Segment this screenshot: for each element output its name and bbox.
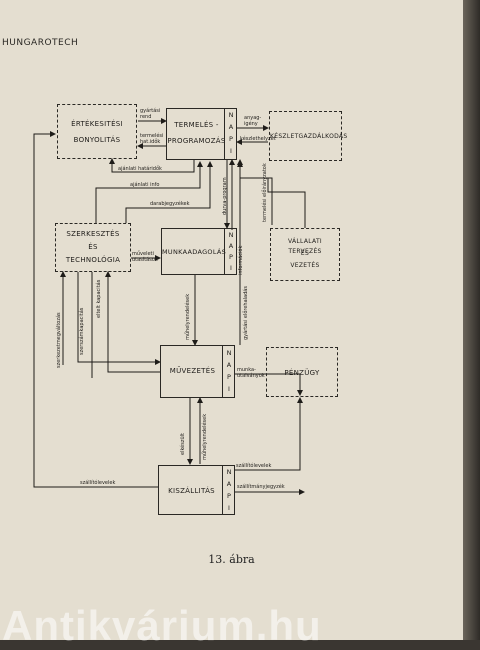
flow-diagram-lines	[33, 118, 306, 495]
label-muhelyrendelesek: műhelyrendelések	[185, 293, 191, 340]
book-page: HUNGAROTECH	[0, 0, 463, 649]
book-spine-shadow	[463, 0, 480, 640]
label-termelesi-eloiranyzatok: termelési előirányzatok	[262, 163, 268, 222]
label-szerszamkapacitas: szerszámkapacitás	[79, 307, 85, 355]
label-darabjegyzekek: darabjegyzékek	[150, 201, 190, 207]
label-eltelt-kapacitas: eltelt kapacitás	[96, 279, 102, 318]
label-szallitolevelek-penzugy: szállítólevelek	[236, 463, 272, 469]
label-gyartasi-eloerehaladas: gyártási előrehaladás	[243, 286, 249, 340]
label-ajanlati-hataridok: ajánlati határidők	[118, 166, 162, 172]
label-durva-program: durva-program	[222, 177, 228, 215]
label-szallitmanyjegyzek: szállítmányjegyzék	[237, 484, 285, 490]
label-szerkezetmegvaltozas: szerkezetmegváltozás	[56, 312, 62, 368]
figure-caption: 13. ábra	[208, 553, 255, 566]
box-keszletgazdalkodas: KÉSZLETGAZDÁLKODÁS	[269, 111, 347, 161]
box-szerkesztes-technologia: SZERKESZTÉS ÉS TECHNOLÓGIA	[55, 223, 131, 272]
label-elkeszult-2: műhelyrendelések	[202, 413, 208, 460]
running-header: HUNGAROTECH	[2, 38, 79, 48]
box-ertekesitesi-bonyolitas: ÉRTÉKESITÉSI BONYOLITÁS	[57, 104, 137, 159]
label-keszlethelyzet: készlethelyzet	[240, 136, 276, 142]
label-szallitolevelek-loop: szállítólevelek	[80, 480, 116, 486]
box-vallalati-tervezes: VÁLLALATI TERVEZÉS ÉS VEZETÉS	[270, 228, 340, 281]
label-munka-utalvanyok: munka-utalványok	[237, 367, 265, 379]
label-anyagigeny: anyag-igény	[244, 115, 262, 127]
watermark-logo: Antikvárium.hu	[2, 602, 322, 649]
label-elkeszult: elkészült	[180, 432, 186, 455]
box-penzugy: PÉNZÜGY	[266, 347, 338, 397]
label-ajanlati-info: ajánlati info	[130, 182, 160, 188]
label-informaciok: információk	[238, 245, 244, 275]
